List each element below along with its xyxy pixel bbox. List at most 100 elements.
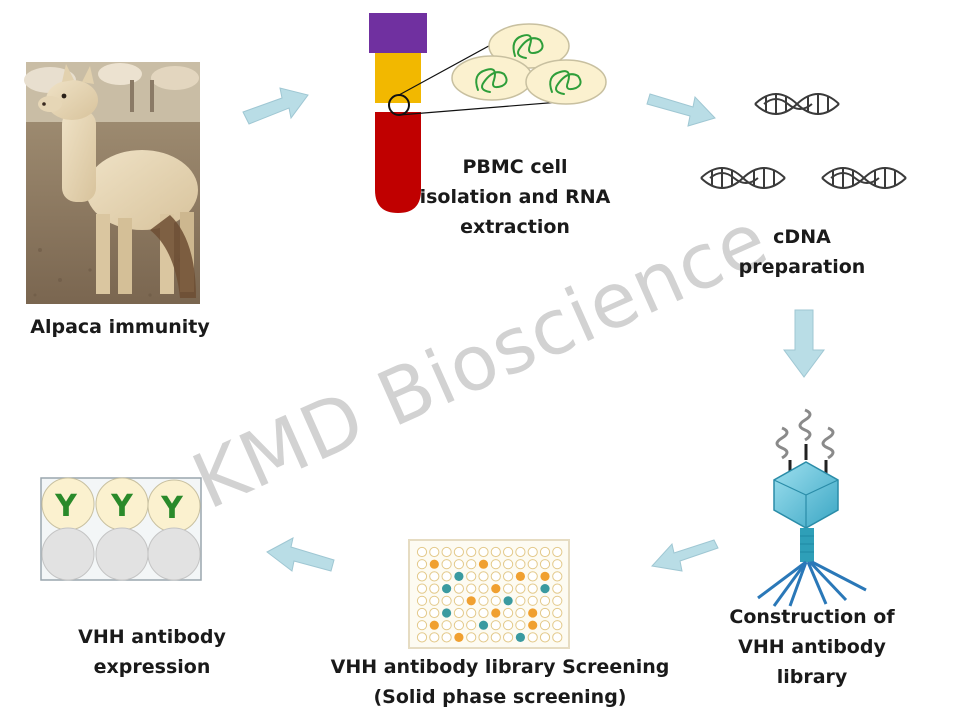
plate-well <box>552 595 563 606</box>
plate-well <box>441 559 452 570</box>
plate-well <box>442 584 452 594</box>
plate-well <box>515 632 526 643</box>
plate-well <box>478 583 489 594</box>
dna-helix-icon <box>821 167 907 189</box>
plate-well <box>429 583 440 594</box>
arrow-pbmc-to-cdna <box>646 93 716 127</box>
plate-well <box>539 595 551 606</box>
plate-well <box>478 595 489 606</box>
plate-well <box>441 571 452 582</box>
plate-well <box>503 620 514 631</box>
plate-well <box>466 571 477 582</box>
dna-helix-icon <box>754 93 840 115</box>
plate-well <box>552 632 563 643</box>
plate-well <box>515 583 526 594</box>
plate-well <box>442 608 452 618</box>
plate-well <box>552 583 563 594</box>
arrow-alpaca-to-pbmc <box>242 87 309 125</box>
plate-well <box>416 583 428 594</box>
plate-well <box>416 571 428 582</box>
plate-well <box>552 607 563 619</box>
plate-well <box>416 607 428 619</box>
label-pbmc-isolation: PBMC cell isolation and RNA extraction <box>419 156 611 238</box>
plate-well <box>454 571 464 582</box>
plate-well <box>466 596 476 606</box>
plate-well <box>540 584 550 594</box>
blood-tube-illustration <box>369 13 586 213</box>
plate-well <box>491 608 501 618</box>
plate-well <box>453 583 464 594</box>
plate-well <box>453 546 464 558</box>
plate-well <box>416 559 428 570</box>
plate-well <box>429 571 440 582</box>
dna-helix-icon <box>700 167 786 189</box>
alpaca-photo <box>24 62 200 304</box>
label-library-screening: VHH antibody library Screening (Solid ph… <box>330 656 670 708</box>
plate-well <box>503 607 514 619</box>
well-plate-illustration <box>408 539 570 649</box>
plate-well <box>466 620 477 631</box>
label-cdna-preparation: cDNA preparation <box>738 226 866 278</box>
plate-well <box>503 571 514 582</box>
phage-illustration <box>757 408 867 607</box>
plate-well <box>490 559 501 570</box>
plate-well <box>515 559 526 570</box>
pbmc-cells <box>451 23 607 105</box>
plate-well <box>490 571 501 582</box>
plate-well <box>454 632 464 643</box>
plate-well <box>552 546 563 558</box>
expression-wells: Y Y Y <box>40 477 202 581</box>
plate-well <box>503 632 514 643</box>
plate-well <box>527 595 538 606</box>
plate-well <box>416 595 428 606</box>
plate-well <box>429 620 439 630</box>
plate-well <box>503 583 514 594</box>
plate-well <box>466 546 477 558</box>
label-library-construction: Construction of VHH antibody library <box>729 606 895 688</box>
plate-well <box>466 559 477 570</box>
plate-well <box>539 607 551 619</box>
plate-well <box>441 546 452 558</box>
arrow-library-to-screening <box>651 539 719 572</box>
plate-well <box>490 595 501 606</box>
plate-well <box>478 607 489 619</box>
plate-well <box>527 546 538 558</box>
plate-well <box>515 620 526 631</box>
plate-well <box>527 571 538 582</box>
antibody-glyph: Y <box>110 489 134 524</box>
plate-well <box>478 559 489 569</box>
plate-well <box>429 559 439 569</box>
plate-well <box>528 620 538 630</box>
plate-well <box>503 596 513 606</box>
label-alpaca-immunity: Alpaca immunity <box>30 316 210 338</box>
plate-well <box>539 632 551 643</box>
plate-well <box>490 620 501 631</box>
plate-well <box>453 559 464 570</box>
plate-well <box>552 620 563 631</box>
plate-well <box>527 632 538 643</box>
plate-well <box>416 546 428 558</box>
plate-well <box>539 559 551 570</box>
plate-well <box>478 620 489 630</box>
plate-well <box>527 559 538 570</box>
arrow-cdna-to-library <box>783 309 825 378</box>
plate-well <box>539 546 551 558</box>
plate-well <box>466 583 477 594</box>
plate-well <box>441 595 452 606</box>
plate-well <box>478 546 489 558</box>
plate-well <box>490 632 501 643</box>
plate-well <box>515 595 526 606</box>
plate-well <box>453 595 464 606</box>
plate-well <box>441 620 452 631</box>
plate-well <box>527 583 538 594</box>
plate-well <box>515 571 526 582</box>
plate-well <box>466 632 477 643</box>
plate-well <box>416 620 428 631</box>
plate-well <box>441 632 452 643</box>
plate-well <box>453 620 464 631</box>
antibody-glyph: Y <box>160 491 184 526</box>
plate-well <box>466 607 477 619</box>
plate-well <box>503 559 514 570</box>
arrow-screening-to-expression <box>266 537 335 572</box>
